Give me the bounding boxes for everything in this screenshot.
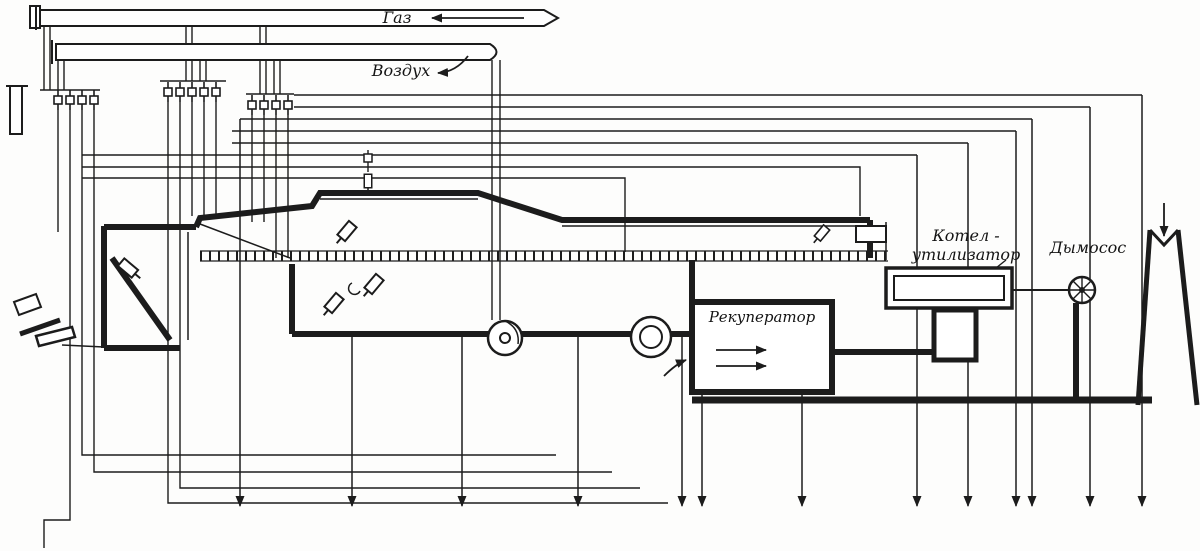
blower — [486, 319, 524, 357]
valve-icon — [259, 94, 269, 116]
sampling-lines — [43, 60, 1142, 548]
recuperator-inlet-arrow-icon — [663, 359, 687, 377]
valve-icon — [175, 81, 185, 103]
recuperator: Рекуператор — [689, 299, 835, 395]
recuperator-flow-arrows — [716, 345, 767, 371]
valve-icon — [247, 94, 257, 116]
smoke-exhauster: Дымосос — [1049, 238, 1127, 305]
valve-cluster-b — [160, 80, 226, 103]
valve-icon — [211, 81, 221, 103]
valve-icon — [65, 89, 75, 111]
burner-icon — [358, 272, 385, 301]
furnace-roof-rail — [200, 250, 888, 262]
gas-label: Газ — [382, 8, 412, 27]
valve-cluster-c — [246, 93, 294, 116]
valve-icon — [187, 81, 197, 103]
bottom-arrows — [235, 95, 1147, 507]
drum-roller — [629, 315, 673, 359]
air-main — [51, 40, 498, 94]
burner-icon — [809, 224, 831, 247]
valve-icon — [89, 89, 99, 111]
burner-icon — [331, 219, 358, 248]
burner-icon — [318, 291, 345, 320]
waste-heat-boiler: Котел - утилизатор — [884, 226, 1021, 310]
air-flow-arrow-icon — [437, 55, 469, 77]
smoke-exhauster-label: Дымосос — [1049, 238, 1127, 257]
valve-icon — [77, 89, 87, 111]
valve-cluster-a — [40, 89, 100, 111]
furnace-body — [101, 190, 887, 351]
burner-icon — [116, 257, 145, 284]
valve-icon — [271, 94, 281, 116]
flue-duct — [692, 303, 1152, 404]
fan-wheel-icon — [1067, 275, 1097, 305]
valve-icon — [163, 81, 173, 103]
valve-icon — [283, 94, 293, 116]
recuperator-label: Рекуператор — [708, 308, 816, 326]
boiler-label-line1: Котел - — [931, 226, 999, 245]
left-pipe-stub — [6, 85, 28, 135]
valve-icon — [53, 89, 63, 111]
boiler-duct-box — [931, 307, 979, 363]
chimney — [1135, 228, 1200, 406]
valve-icon — [199, 81, 209, 103]
charging-machine — [12, 292, 105, 348]
air-label: Воздух — [371, 61, 431, 80]
boiler-label-line2: утилизатор — [911, 245, 1021, 264]
